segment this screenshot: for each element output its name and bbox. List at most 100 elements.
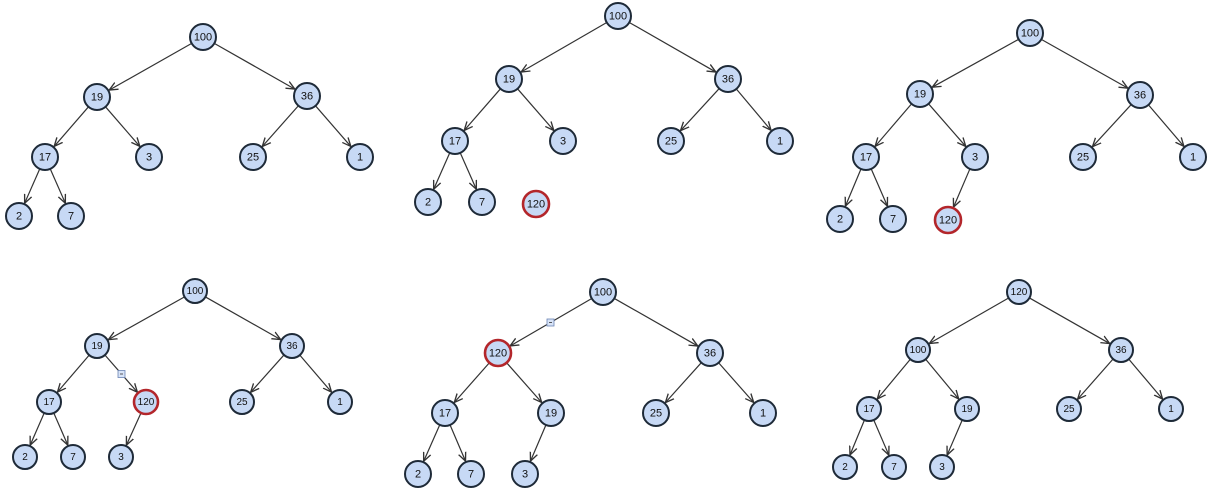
heap-node-highlighted: 120 bbox=[521, 189, 551, 219]
node-label: 17 bbox=[43, 397, 55, 408]
heap-node: 36 bbox=[293, 82, 321, 110]
node-label: 7 bbox=[479, 197, 485, 209]
edge-arrow bbox=[680, 88, 720, 131]
edge-arrow bbox=[929, 297, 1009, 344]
node-label: 25 bbox=[1077, 152, 1089, 164]
heap-node: 17 bbox=[852, 143, 880, 171]
node-label: 100 bbox=[594, 287, 612, 299]
heap-node: 7 bbox=[457, 460, 485, 488]
edge-arrow bbox=[262, 105, 299, 147]
edge-arrow bbox=[109, 42, 192, 90]
heap-node: 19 bbox=[495, 65, 523, 93]
heap-node: 36 bbox=[714, 65, 742, 93]
node-label: 19 bbox=[91, 341, 103, 352]
heap-node: 1 bbox=[346, 143, 374, 171]
heap-node: 1 bbox=[766, 127, 794, 155]
node-label: 120 bbox=[939, 215, 957, 227]
node-label: 25 bbox=[1063, 404, 1075, 415]
edge-arrow bbox=[521, 21, 608, 72]
node-label: 7 bbox=[890, 214, 896, 226]
edge-arrow bbox=[1092, 104, 1132, 147]
node-label: 17 bbox=[449, 136, 461, 148]
edge-arrow bbox=[299, 354, 332, 392]
node-label: 7 bbox=[68, 211, 74, 223]
node-label: 17 bbox=[439, 408, 451, 420]
heap-node: 17 bbox=[441, 127, 469, 155]
node-label: 1 bbox=[1168, 404, 1174, 415]
heap-node: 36 bbox=[1108, 337, 1134, 363]
node-label: 17 bbox=[860, 152, 872, 164]
edge-arrow bbox=[928, 103, 966, 147]
node-label: 25 bbox=[650, 408, 662, 420]
heap-node: 7 bbox=[60, 444, 86, 470]
edge-arrow bbox=[25, 168, 41, 203]
heap-node: 2 bbox=[12, 444, 38, 470]
heap-node: 3 bbox=[511, 460, 539, 488]
node-label: 2 bbox=[22, 452, 28, 463]
edge-arrow bbox=[1029, 297, 1109, 344]
node-label: 120 bbox=[489, 348, 507, 360]
heap-node: 25 bbox=[239, 143, 267, 171]
heap-node: 17 bbox=[36, 389, 62, 415]
heap-node: 3 bbox=[961, 143, 989, 171]
node-label: 2 bbox=[425, 197, 431, 209]
swap-marker-icon bbox=[117, 370, 126, 378]
edge-arrow bbox=[1041, 38, 1127, 88]
node-label: 100 bbox=[187, 286, 204, 297]
swap-marker-icon bbox=[546, 318, 555, 327]
heap-node: 19 bbox=[537, 399, 565, 427]
edge-arrow bbox=[613, 297, 698, 346]
edge-arrow bbox=[628, 21, 716, 72]
heap-node: 17 bbox=[856, 396, 882, 422]
heap-node: 2 bbox=[832, 454, 858, 480]
node-label: 3 bbox=[146, 152, 152, 164]
heap-node: 3 bbox=[108, 444, 134, 470]
node-label: 100 bbox=[194, 32, 212, 44]
edge-arrow bbox=[49, 168, 65, 203]
heap-node-highlighted: 120 bbox=[483, 338, 513, 368]
heap-node: 17 bbox=[431, 399, 459, 427]
edge-arrow bbox=[517, 88, 554, 131]
edge-arrow bbox=[251, 354, 285, 392]
heap-node: 7 bbox=[57, 202, 85, 230]
node-label: 36 bbox=[301, 91, 313, 103]
node-label: 19 bbox=[914, 89, 926, 101]
edge-arrow bbox=[105, 106, 140, 147]
node-label: 2 bbox=[842, 462, 848, 473]
heap-node: 19 bbox=[83, 83, 111, 111]
edge-arrow bbox=[954, 168, 971, 207]
node-label: 17 bbox=[863, 404, 875, 415]
heap-node: 36 bbox=[696, 339, 724, 367]
heap-node: 1 bbox=[1179, 143, 1207, 171]
node-label: 100 bbox=[609, 11, 627, 23]
edge-arrow bbox=[932, 38, 1019, 87]
heap-node: 2 bbox=[826, 205, 854, 233]
edge-arrow bbox=[845, 168, 862, 206]
edge-arrow bbox=[205, 296, 280, 340]
edge-arrow bbox=[464, 88, 501, 131]
heap-node: 120 bbox=[1006, 279, 1032, 305]
node-label: 2 bbox=[16, 211, 22, 223]
node-label: 1 bbox=[357, 152, 363, 164]
edge-arrow bbox=[530, 424, 547, 461]
heap-node-highlighted: 120 bbox=[933, 205, 963, 235]
heap-node: 1 bbox=[1158, 396, 1184, 422]
node-label: 25 bbox=[665, 136, 677, 148]
heap-node: 2 bbox=[414, 188, 442, 216]
node-label: 1 bbox=[337, 397, 343, 408]
edge-arrow bbox=[1128, 358, 1163, 399]
heap-node: 3 bbox=[135, 143, 163, 171]
edge-arrow bbox=[850, 419, 865, 455]
node-label: 19 bbox=[545, 408, 557, 420]
node-label: 1 bbox=[777, 136, 783, 148]
edge-arrow bbox=[454, 362, 490, 403]
edge-arrow bbox=[735, 88, 771, 130]
node-label: 19 bbox=[961, 404, 973, 415]
heap-node: 100 bbox=[905, 337, 931, 363]
edge-arrow bbox=[53, 412, 68, 445]
edge-arrow bbox=[925, 358, 959, 399]
